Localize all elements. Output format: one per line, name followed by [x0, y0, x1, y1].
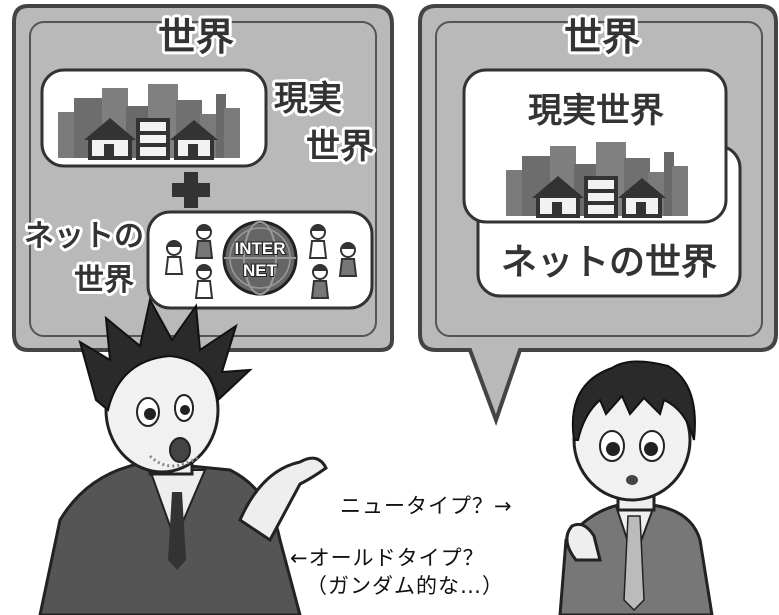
- person-icon: [339, 242, 357, 277]
- old-type-character: [38, 297, 328, 615]
- left-net-label-line1: ネットの: [24, 219, 144, 254]
- right-net-label: ネットの世界: [501, 242, 717, 283]
- left-title: 世界: [158, 15, 234, 59]
- person-icon: [311, 264, 329, 299]
- newtype-caption: ニュータイプ？→: [340, 494, 513, 518]
- left-real-label-line1: 現実: [274, 79, 342, 119]
- person-icon: [309, 224, 327, 259]
- oldtype-caption-line2: （ガンダム的な…）: [306, 574, 504, 598]
- globe-icon: [222, 220, 298, 296]
- right-real-label: 現実世界: [528, 91, 664, 131]
- globe-label-line1: INTER: [235, 239, 286, 258]
- left-speech-bubble: [12, 4, 394, 398]
- person-icon: [195, 224, 213, 259]
- globe-label-line2: NET: [243, 261, 278, 280]
- person-icon: [165, 240, 183, 275]
- left-net-label-line2: 世界: [74, 263, 134, 298]
- right-title: 世界: [564, 15, 640, 59]
- left-real-world-panel: [40, 68, 268, 168]
- left-real-label-line2: 世界: [306, 127, 374, 167]
- oldtype-caption-line1: ←オールドタイプ？: [290, 546, 485, 570]
- plus-icon: [172, 172, 210, 208]
- right-real-world-panel: [462, 68, 728, 224]
- left-net-world-panel: [146, 210, 374, 310]
- new-type-character: [558, 360, 714, 615]
- person-icon: [195, 264, 213, 299]
